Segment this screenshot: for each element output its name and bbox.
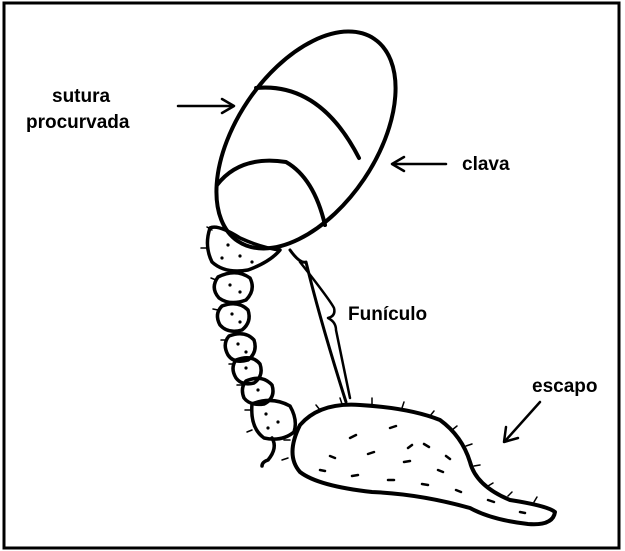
escapo-dashes [320,426,525,513]
arrow-to-clava [392,157,446,171]
escapo-hairs [282,398,537,502]
label-escapo: escapo [532,376,597,397]
funiculo-segment-3 [217,304,249,331]
escapo-shaft-left [262,438,274,466]
clava-outline [180,0,433,280]
arrow-to-escapo [504,402,540,442]
label-clava: clava [462,154,510,175]
funiculo-segment-1 [207,227,280,271]
funiculo-shaft-right [290,250,346,402]
funiculo-segment-2 [214,273,252,303]
funiculo-segment-7 [252,400,296,439]
label-sutura: sutura [52,86,111,107]
escapo-outline [293,405,556,525]
arrow-to-sutura [178,99,234,113]
clava-segment [180,0,433,280]
funiculo-segments [201,227,295,439]
clava-suture-upper [256,88,359,158]
escapo-segment [282,398,555,524]
label-procurvada: procurvada [26,112,130,133]
label-funiculo: Funículo [348,304,427,325]
clava-suture-lower [217,161,325,225]
